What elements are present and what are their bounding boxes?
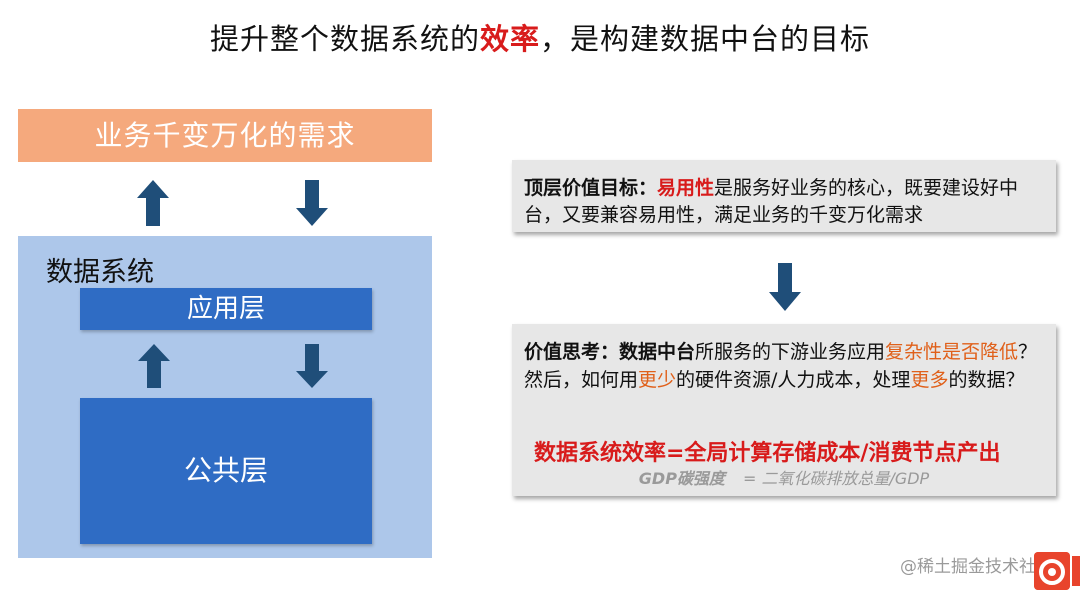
value-thinking-seg3: 的硬件资源/人力成本，处理 (676, 369, 911, 391)
top-goal-highlight: 易用性 (657, 177, 715, 199)
value-thinking-seg1: 所服务的下游业务应用 (695, 341, 886, 363)
arrow-down-icon (296, 344, 328, 388)
watermark-text: @稀土掘金技术社区 (900, 557, 1053, 577)
juejin-logo-icon (1034, 552, 1070, 590)
value-thinking-hl2: 更少 (638, 369, 677, 391)
value-thinking-prefix: 价值思考：数据中台 (524, 341, 696, 363)
efficiency-formula: 数据系统效率=全局计算存储成本/消费节点产出 (534, 441, 1001, 466)
gdp-carbon-label: GDP碳强度 (638, 469, 725, 488)
arrow-up-icon (138, 344, 170, 388)
value-thinking-hl3: 更多 (910, 369, 949, 391)
top-value-goal-text: 顶层价值目标：易用性是服务好业务的核心，既要建设好中台，又要兼容易用性，满足业务… (524, 175, 1049, 229)
gdp-carbon-formula: GDP碳强度 = 二氧化碳排放总量/GDP (512, 465, 1056, 489)
title-highlight: 效率 (479, 22, 540, 56)
value-thinking-box: 价值思考：数据中台所服务的下游业务应用复杂性是否降低？然后，如何用更少的硬件资源… (512, 324, 1056, 496)
public-layer-box: 公共层 (80, 398, 372, 544)
top-goal-body: 是服务好业务的核心，既要建设好中台，又要兼容易用性，满足业务的千变万化需求 (524, 177, 1019, 226)
arrow-up-icon (137, 180, 169, 226)
gdp-carbon-definition: = 二氧化碳排放总量/GDP (742, 469, 930, 488)
top-value-goal-box: 顶层价值目标：易用性是服务好业务的核心，既要建设好中台，又要兼容易用性，满足业务… (512, 160, 1056, 232)
arrow-down-icon (296, 180, 328, 226)
arrow-down-icon (769, 263, 801, 311)
title-part1: 提升整个数据系统的 (209, 22, 480, 56)
title-part2: ，是构建数据中台的目标 (540, 22, 871, 56)
value-thinking-seg4: 的数据？ (948, 369, 1025, 391)
value-thinking-seg2: ？然后，如何用 (524, 341, 1038, 391)
business-demand-box: 业务千变万化的需求 (18, 109, 432, 162)
application-layer-box: 应用层 (80, 288, 372, 330)
page-title: 提升整个数据系统的效率，是构建数据中台的目标 (0, 16, 1080, 58)
top-goal-prefix: 顶层价值目标： (524, 177, 658, 199)
value-thinking-hl1: 复杂性是否降低 (885, 341, 1019, 363)
data-system-container: 数据系统 应用层 公共层 (18, 236, 432, 558)
data-system-label: 数据系统 (46, 257, 154, 288)
value-thinking-text: 价值思考：数据中台所服务的下游业务应用复杂性是否降低？然后，如何用更少的硬件资源… (524, 338, 1049, 394)
juejin-logo-edge (1072, 556, 1080, 586)
